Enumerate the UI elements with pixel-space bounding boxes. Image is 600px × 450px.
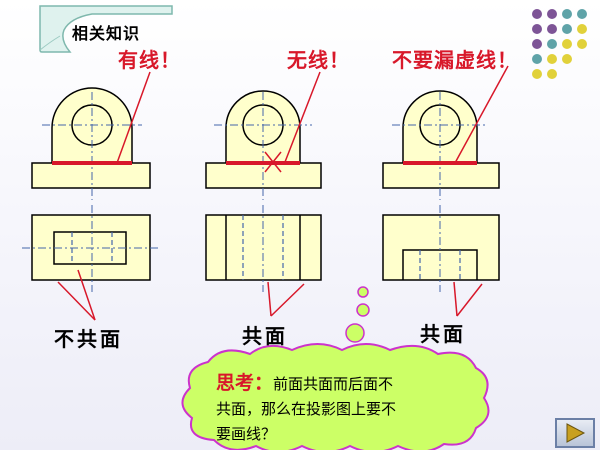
thought-head: 思考： [216,372,274,394]
label-middle: 共面 [242,324,288,348]
title-right: 不要漏虚线！ [392,48,518,72]
thought-line-2: 共面，那么在投影图上要不 [216,400,397,418]
thought-line-1: 前面共面而后面不 [273,375,394,393]
label-right: 共面 [420,322,466,346]
play-triangle-icon [566,423,586,443]
figure-right [382,65,509,317]
next-slide-button[interactable] [555,418,595,448]
thought-text: 思考：前面共面而后面不 共面，那么在投影图上要不 要画线？ [216,371,466,447]
figure-middle [205,71,322,317]
title-middle: 无线！ [287,48,350,72]
thought-bubbles [345,286,370,343]
label-left: 不共面 [54,327,123,351]
title-left: 有线！ [118,48,181,72]
thought-line-3: 要画线？ [216,425,277,443]
thought-cloud [181,343,490,450]
header-tab [39,5,173,53]
decorative-dot-grid [532,9,587,79]
figure-left [22,71,160,321]
header-tag: 相关知识 [72,24,141,43]
